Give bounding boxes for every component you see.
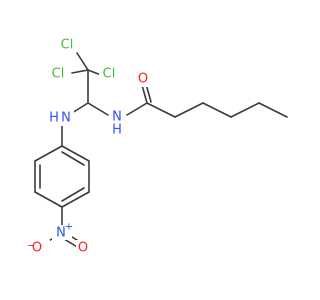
atom-n-amine: N	[61, 111, 71, 126]
atom-labels: Cl Cl Cl O N H H N N + O − O	[27, 37, 150, 256]
atom-o-nitro-left: O	[32, 241, 42, 256]
bond-c-cl1	[76, 52, 89, 71]
atom-o-amide: O	[138, 72, 148, 87]
bond-c-cl2	[71, 69, 89, 74]
label-bg-cl3	[99, 66, 120, 81]
label-bg-cl2	[48, 66, 69, 81]
bond-ch-n-amide	[87, 102, 109, 116]
molecule-canvas: Cl Cl Cl O N H H N N + O − O	[27, 37, 288, 256]
label-bg-nh-amide	[110, 110, 124, 135]
bond-chain-3	[202, 102, 232, 118]
atom-h-amine: H	[49, 111, 59, 126]
bond-ch-n-amine	[71, 102, 89, 114]
atom-n-nitro: N	[56, 226, 66, 241]
atom-o-nitro-right: O	[78, 241, 88, 256]
bonds	[34, 52, 288, 249]
label-bg-o-left	[30, 240, 50, 255]
label-bg-cl1	[57, 37, 78, 52]
atom-cl1: Cl	[61, 38, 74, 53]
bond-chain-4	[230, 102, 260, 118]
atom-n-charge: +	[65, 222, 73, 233]
atom-cl2: Cl	[52, 67, 65, 82]
ring-bond-1	[34, 145, 63, 162]
label-bg-nh-amine	[48, 111, 74, 126]
ring-bond-4	[61, 191, 90, 208]
label-bg-o-right	[76, 240, 89, 255]
structure-diagram: Cl Cl Cl O N H H N N + O − O	[27, 37, 288, 256]
ring-inner-3	[61, 151, 85, 166]
ring-bond-6	[61, 145, 90, 162]
ring-inner-2	[61, 187, 85, 202]
atom-n-amide: N	[112, 110, 122, 125]
bond-co-1	[141, 84, 148, 104]
label-bg-o-amide	[137, 72, 150, 87]
label-bg-n-nitro	[52, 225, 72, 240]
ring-bond-3	[34, 191, 63, 208]
atom-o-charge: −	[27, 241, 35, 252]
bond-n-carbonyl	[126, 102, 148, 116]
bond-chain-5	[258, 102, 288, 118]
bond-chain-2	[174, 102, 204, 118]
atom-cl3: Cl	[103, 67, 116, 82]
bond-c-cl3	[87, 69, 102, 76]
atom-h-amide: H	[112, 123, 122, 138]
bond-chain-1	[146, 102, 176, 118]
